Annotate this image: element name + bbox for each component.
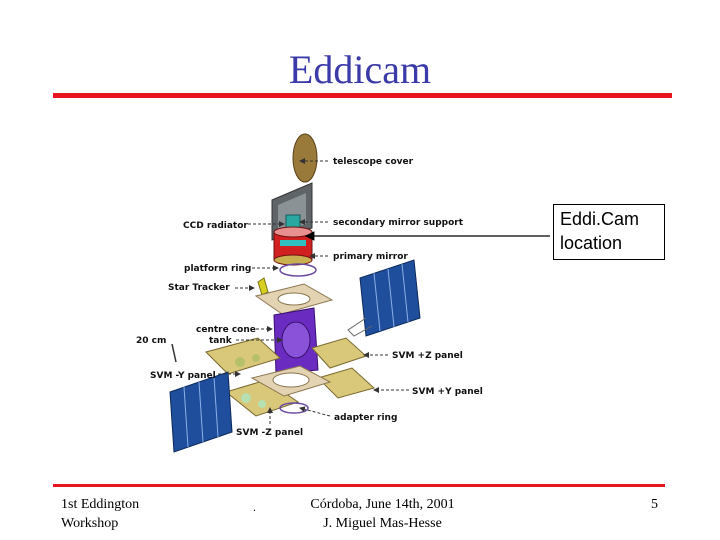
label-centre-cone: centre cone — [196, 325, 256, 335]
footer-event-line-2: Workshop — [61, 516, 119, 531]
label-svm-plus-z-panel: SVM +Z panel — [392, 351, 463, 361]
footer-divider — [53, 484, 665, 487]
callout-line-1: Eddi.Cam — [560, 209, 640, 229]
star-tracker — [257, 277, 269, 296]
label-svm-plus-y-panel: SVM +Y panel — [412, 387, 483, 397]
footer-event-line-1: 1st Eddington — [61, 497, 140, 512]
footer-venue: Córdoba, June 14th, 2001 J. Miguel Mas-H… — [300, 495, 465, 533]
label-secondary-mirror-support: secondary mirror support — [333, 218, 464, 228]
label-primary-mirror: primary mirror — [333, 252, 408, 262]
label-star-tracker: Star Tracker — [168, 283, 230, 293]
footer-event: 1st Eddington Workshop — [61, 495, 139, 533]
label-20-cm: 20 cm — [136, 336, 166, 346]
callout-line-2: location — [560, 233, 623, 253]
label-adapter-ring: adapter ring — [334, 413, 397, 423]
footer-venue-line-1: Córdoba, June 14th, 2001 — [310, 497, 455, 512]
telescope-cover — [292, 133, 318, 183]
svm-plus-z-panel — [311, 337, 367, 369]
scale-bar — [171, 343, 177, 363]
label-tank: tank — [209, 336, 233, 346]
title-divider — [53, 93, 672, 98]
label-svm-minus-y-panel: SVM -Y panel — [150, 371, 216, 381]
page-number: 5 — [651, 497, 658, 512]
label-ccd-radiator: CCD radiator — [183, 221, 248, 231]
label-platform-ring: platform ring — [184, 264, 251, 274]
solar-array-left — [169, 371, 233, 453]
footer-dot: . — [253, 500, 256, 514]
platform-ring — [279, 263, 317, 277]
label-svm-minus-z-panel: SVM -Z panel — [236, 428, 303, 438]
svm-minus-y-panel — [205, 337, 281, 375]
footer-author: J. Miguel Mas-Hesse — [323, 516, 442, 531]
label-telescope-cover: telescope cover — [333, 157, 414, 167]
eddicam-location-callout: Eddi.Cam location — [553, 204, 665, 260]
slide-title: Eddicam — [288, 47, 432, 92]
solar-array-right — [347, 259, 421, 337]
adapter-ring — [279, 402, 309, 414]
